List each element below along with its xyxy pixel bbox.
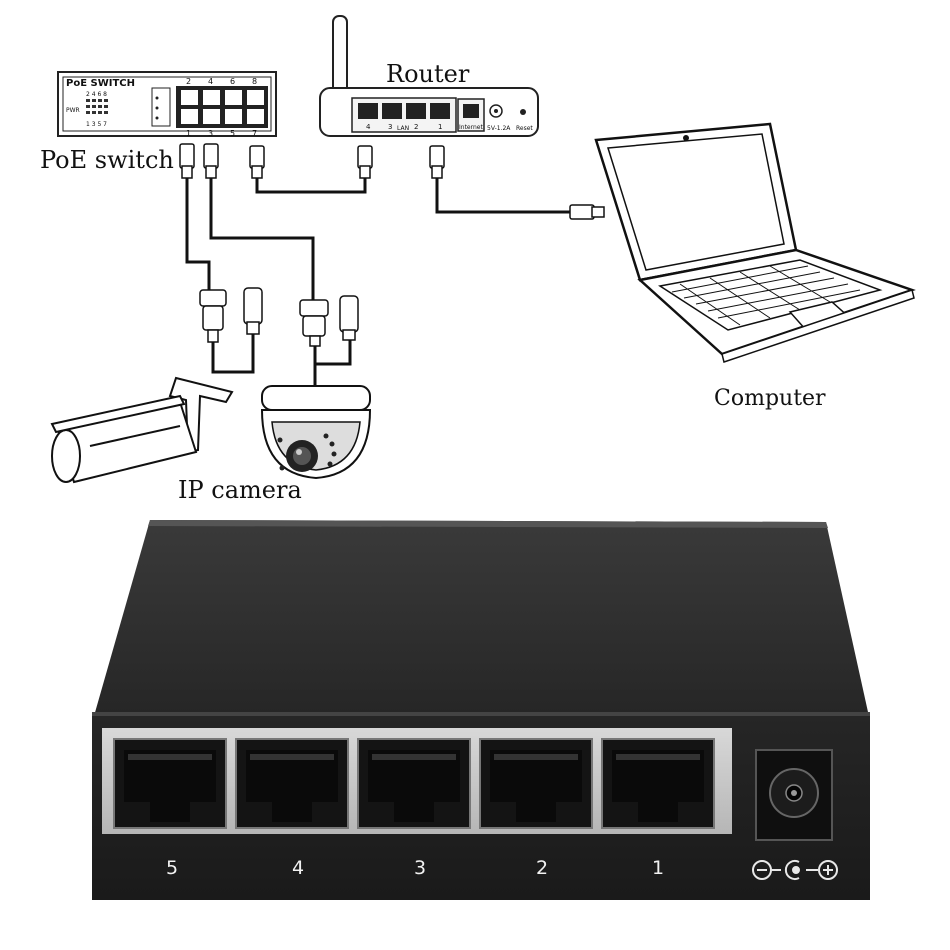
- svg-text:2: 2: [414, 123, 418, 131]
- poe-switch-ports: [181, 90, 264, 124]
- port-label-2: 2: [536, 857, 548, 879]
- computer-caption: Computer: [714, 386, 826, 411]
- router-reset-label: Reset: [516, 125, 533, 132]
- poe-switch-pwr-label: PWR: [66, 107, 80, 114]
- svg-text:7: 7: [252, 129, 257, 138]
- router-drawing: 4 3 2 1 LAN Internet 5V-1.2A Reset: [319, 15, 539, 137]
- router-internet-label: Internet: [459, 124, 483, 131]
- poe-switch-led-top: 2 4 6 8: [86, 91, 107, 98]
- router-internet-port: [463, 104, 479, 118]
- switch-port-5: [113, 738, 227, 829]
- svg-text:4: 4: [208, 77, 213, 86]
- router-power-label: 5V-1.2A: [487, 125, 511, 132]
- poe-switch-port-numbers-top: 2 4 6 8: [186, 77, 257, 86]
- switch-top-surface: [94, 520, 868, 716]
- laptop-drawing: [594, 122, 916, 363]
- router-caption: Router: [386, 60, 470, 88]
- poe-switch-leds: [86, 99, 108, 114]
- switch-ports: [113, 738, 715, 829]
- switch-port-1: [601, 738, 715, 829]
- network-cables: [185, 178, 572, 388]
- poe-switch-photo: [92, 520, 870, 900]
- svg-text:1: 1: [438, 123, 442, 131]
- ip-camera-caption: IP camera: [178, 476, 302, 504]
- bullet-camera-drawing: [50, 376, 234, 484]
- router-power-jack: [489, 104, 503, 118]
- switch-port-4: [235, 738, 349, 829]
- router-reset-button: [520, 109, 526, 115]
- poe-switch-caption: PoE switch: [40, 146, 174, 174]
- rj45-plugs: [179, 143, 605, 220]
- svg-text:5: 5: [230, 129, 235, 138]
- dc-power-jack: [755, 749, 833, 841]
- switch-port-2: [479, 738, 593, 829]
- svg-text:3: 3: [388, 123, 392, 131]
- switch-port-3: [357, 738, 471, 829]
- svg-text:6: 6: [230, 77, 235, 86]
- poe-switch-drawing: PoE SWITCH 2 4 6 8 PWR 1 3 5 7 2 4 6 8 1…: [57, 71, 277, 138]
- poe-switch-led-bottom: 1 3 5 7: [86, 121, 107, 128]
- poe-switch-port-numbers-bottom: 1 3 5 7: [186, 129, 257, 138]
- polarity-symbol-icon: [752, 860, 838, 880]
- dome-camera-drawing: [260, 385, 372, 480]
- router-lan-numbers: 4 3 2 1: [366, 123, 442, 131]
- svg-text:2: 2: [186, 77, 191, 86]
- svg-text:8: 8: [252, 77, 257, 86]
- poe-switch-panel-title: PoE SWITCH: [66, 78, 135, 89]
- laptop-webcam: [683, 135, 689, 141]
- router-lan-ports: [358, 103, 450, 119]
- port-label-1: 1: [652, 857, 664, 879]
- port-label-5: 5: [166, 857, 178, 879]
- laptop-keyboard: [658, 259, 883, 331]
- port-label-4: 4: [292, 857, 304, 879]
- svg-text:4: 4: [366, 123, 371, 131]
- poe-splitters: [199, 287, 359, 347]
- svg-text:3: 3: [208, 129, 213, 138]
- port-label-3: 3: [414, 857, 426, 879]
- router-lan-label: LAN: [397, 125, 409, 132]
- router-antenna: [332, 15, 348, 97]
- switch-port-labels: 5 4 3 2 1: [166, 857, 664, 879]
- svg-text:1: 1: [186, 129, 191, 138]
